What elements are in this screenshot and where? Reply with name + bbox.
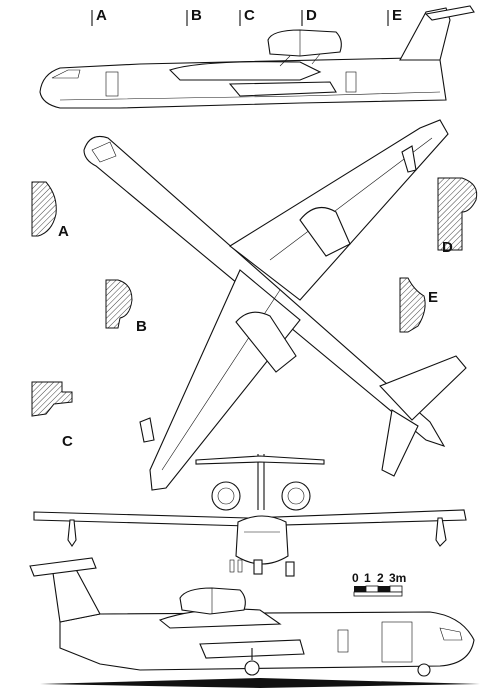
section-label-c: C xyxy=(62,433,73,450)
section-marker-a: A xyxy=(96,7,107,24)
side-view-bottom xyxy=(29,557,480,688)
section-c: C xyxy=(31,381,73,450)
scale-tick-1: 1 xyxy=(364,571,371,585)
scale-tick-0: 0 xyxy=(352,571,359,585)
section-label-e: E xyxy=(428,289,438,306)
section-label-b: B xyxy=(136,318,147,335)
scale-tick-3m: 3m xyxy=(389,571,406,585)
section-marker-d: D xyxy=(306,7,317,24)
section-a: A xyxy=(31,181,69,240)
scale-tick-2: 2 xyxy=(377,571,384,585)
side-view-top: A B C D E xyxy=(39,5,475,109)
plan-view xyxy=(83,119,467,491)
section-b: B xyxy=(105,279,147,335)
section-d: D xyxy=(437,177,478,256)
scale-bar: 0 1 2 3m xyxy=(352,571,406,597)
section-marker-e: E xyxy=(392,7,402,24)
section-marker-c: C xyxy=(244,7,255,24)
section-label-a: A xyxy=(58,223,69,240)
section-marker-b: B xyxy=(191,7,202,24)
front-view xyxy=(33,454,467,577)
section-e: E xyxy=(399,277,438,333)
section-label-d: D xyxy=(442,239,453,256)
